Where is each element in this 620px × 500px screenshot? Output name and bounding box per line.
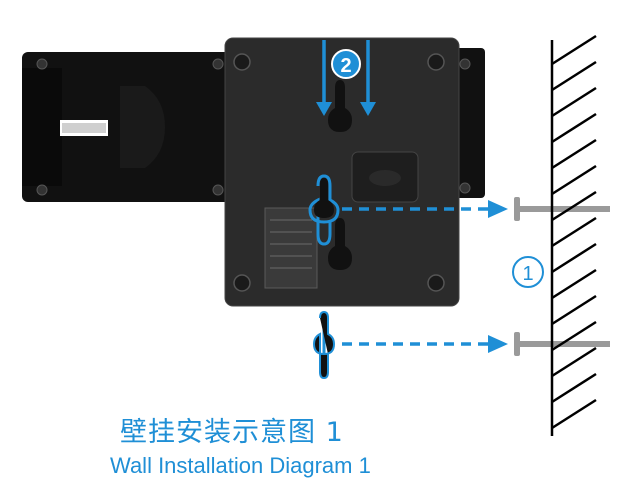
step-2-badge [331,49,361,79]
wall-hatch-line [551,372,597,404]
step-2-arrows: 2 [316,40,376,116]
keyhole-slot-bottom [328,218,352,270]
panel-corner-screw [427,53,445,71]
wall-hatch-line [551,86,597,118]
wall-hatch-line [551,190,597,222]
wall-hatch-line [551,294,597,326]
wall-hatch-line [551,320,597,352]
wall-hatch-line [551,346,597,378]
wall-hatch-line [551,242,597,274]
wall-hatch-line [551,164,597,196]
wall-hatch-line [551,112,597,144]
wall-hatch-line [551,138,597,170]
device-body [22,48,485,202]
keyhole-highlight-upper [308,174,340,246]
wall-hatch-line [551,268,597,300]
wall-hatch-line [551,60,597,92]
wall-hatch-line [551,398,597,430]
step-1-label: 1 [522,263,533,285]
panel-corner-screw [233,274,251,292]
keyhole-highlight-lower [312,310,336,380]
wall-hatch-line [551,216,597,248]
wall-screw-upper [514,197,610,221]
wall [550,34,597,436]
step-1-marker: 1 [512,256,544,288]
rating-label [264,207,318,289]
wall-hatch-line [551,34,597,66]
dashed-arrows [342,200,508,353]
panel-corner-screw [233,53,251,71]
caption-chinese: 壁挂安装示意图 1 [120,417,344,448]
keyhole-slot-top [328,80,352,132]
wall-screw-lower [514,332,610,356]
panel-corner-screw [427,274,445,292]
step-2-label: 2 [340,55,351,77]
front-panel [224,37,460,307]
caption-english: Wall Installation Diagram 1 [110,453,371,478]
